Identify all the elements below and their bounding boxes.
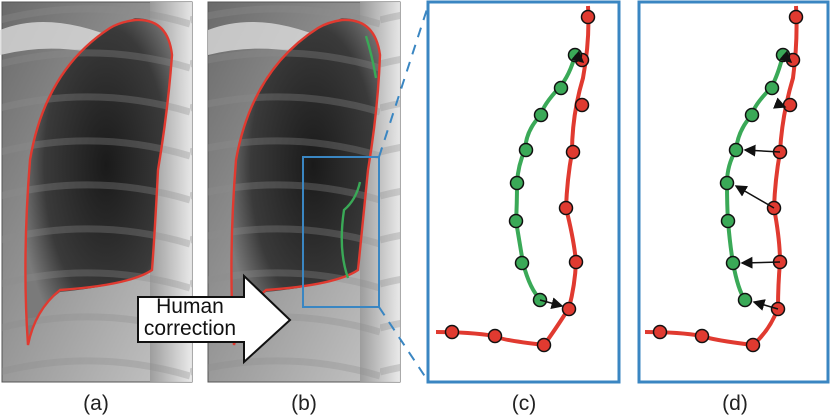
green-point xyxy=(737,292,753,308)
panel-a-contour xyxy=(24,18,174,346)
caption-b: (b) xyxy=(291,392,317,415)
green-point xyxy=(725,255,741,271)
human-correction-line1: Human xyxy=(156,295,224,318)
zoom-line-bottom xyxy=(378,306,429,382)
green-point xyxy=(508,213,524,229)
green-point xyxy=(553,80,569,96)
correction-arrow xyxy=(571,50,585,63)
red-point xyxy=(536,337,552,353)
red-point xyxy=(652,324,668,340)
correction-arrow xyxy=(752,299,779,311)
green-point xyxy=(518,142,534,158)
red-point xyxy=(580,9,596,25)
red-point xyxy=(694,328,710,344)
correction-arrow xyxy=(734,185,775,209)
green-point xyxy=(719,175,735,191)
correction-arrow xyxy=(773,97,787,109)
red-point xyxy=(782,97,798,113)
red-point xyxy=(565,144,581,160)
green-point xyxy=(744,107,760,123)
panel-b-contour xyxy=(230,18,382,346)
correction-arrow xyxy=(740,256,781,269)
correction-arrow xyxy=(779,50,793,63)
correction-arrow xyxy=(539,297,564,310)
caption-d: (d) xyxy=(722,392,748,415)
green-point xyxy=(514,255,530,271)
green-point xyxy=(728,142,744,158)
panel-c xyxy=(426,0,621,384)
green-point xyxy=(764,80,780,96)
caption-c: (c) xyxy=(511,392,537,415)
green-point xyxy=(720,213,736,229)
green-point xyxy=(509,175,525,191)
red-point xyxy=(574,97,590,113)
human-correction-line2: correction xyxy=(143,317,237,340)
zoom-line-top xyxy=(378,5,429,158)
red-point xyxy=(561,301,577,317)
red-point xyxy=(444,324,460,340)
correction-arrow xyxy=(743,144,781,157)
human-correction-arrow xyxy=(137,273,292,365)
red-point xyxy=(788,9,804,25)
red-point xyxy=(568,254,584,270)
zoom-box xyxy=(302,156,380,308)
red-point xyxy=(487,328,503,344)
panel-d xyxy=(637,0,830,384)
green-point xyxy=(533,107,549,123)
panel-b-correction xyxy=(340,35,378,279)
red-point xyxy=(558,200,574,216)
red-point xyxy=(745,337,761,353)
human-correction-label: Human correction xyxy=(130,296,250,340)
panel-b-xray xyxy=(207,1,401,383)
caption-a: (a) xyxy=(83,392,109,415)
